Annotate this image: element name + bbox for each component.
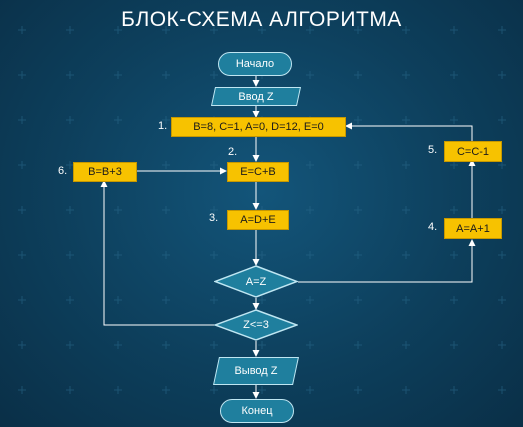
output-label: Вывод Z xyxy=(234,365,278,377)
binc-label: B=B+3 xyxy=(88,166,122,178)
arrow-cdec-init xyxy=(345,122,473,141)
end-terminal: Конец xyxy=(220,399,294,423)
ainc-label: A=A+1 xyxy=(456,222,490,235)
cdec-block: C=C-1 xyxy=(444,141,502,162)
cond-z-label: Z<=3 xyxy=(243,319,269,331)
ecalc-label: E=C+B xyxy=(240,166,276,178)
step-number-6: 6. xyxy=(58,165,68,177)
ecalc-block: E=C+B xyxy=(227,162,289,182)
acalc-block: A=D+E xyxy=(227,210,289,230)
cdec-label: C=C-1 xyxy=(456,145,490,158)
step-number-4: 4. xyxy=(428,221,438,233)
end-label: Конец xyxy=(241,405,273,417)
cond-z-decision: Z<=3 xyxy=(214,309,298,341)
step-number-1: 1. xyxy=(158,120,168,132)
start-terminal: Начало xyxy=(218,52,292,76)
cond-a-label: A=Z xyxy=(245,275,267,288)
ainc-block: A=A+1 xyxy=(444,218,502,239)
step-number-3: 3. xyxy=(209,212,219,224)
cond-a-shape xyxy=(214,265,298,298)
cond-z-shape xyxy=(214,309,298,341)
binc-block: B=B+3 xyxy=(73,162,137,182)
acalc-label: A=D+E xyxy=(240,214,276,226)
output-block: Вывод Z xyxy=(213,357,299,385)
input-block: Ввод Z xyxy=(210,87,302,106)
page-title: БЛОК-СХЕМА АЛГОРИТМА xyxy=(121,8,402,31)
input-label: Ввод Z xyxy=(238,90,274,103)
step-number-5: 5. xyxy=(428,144,438,156)
step-number-2: 2. xyxy=(228,146,238,158)
start-label: Начало xyxy=(235,58,275,70)
init-block: B=8, C=1, A=0, D=12, E=0 xyxy=(171,117,346,137)
arrow-conda-ainc xyxy=(298,239,476,283)
cond-a-decision: A=Z xyxy=(214,265,298,298)
init-label: B=8, C=1, A=0, D=12, E=0 xyxy=(193,121,324,133)
arrow-condz-binc xyxy=(100,180,216,326)
